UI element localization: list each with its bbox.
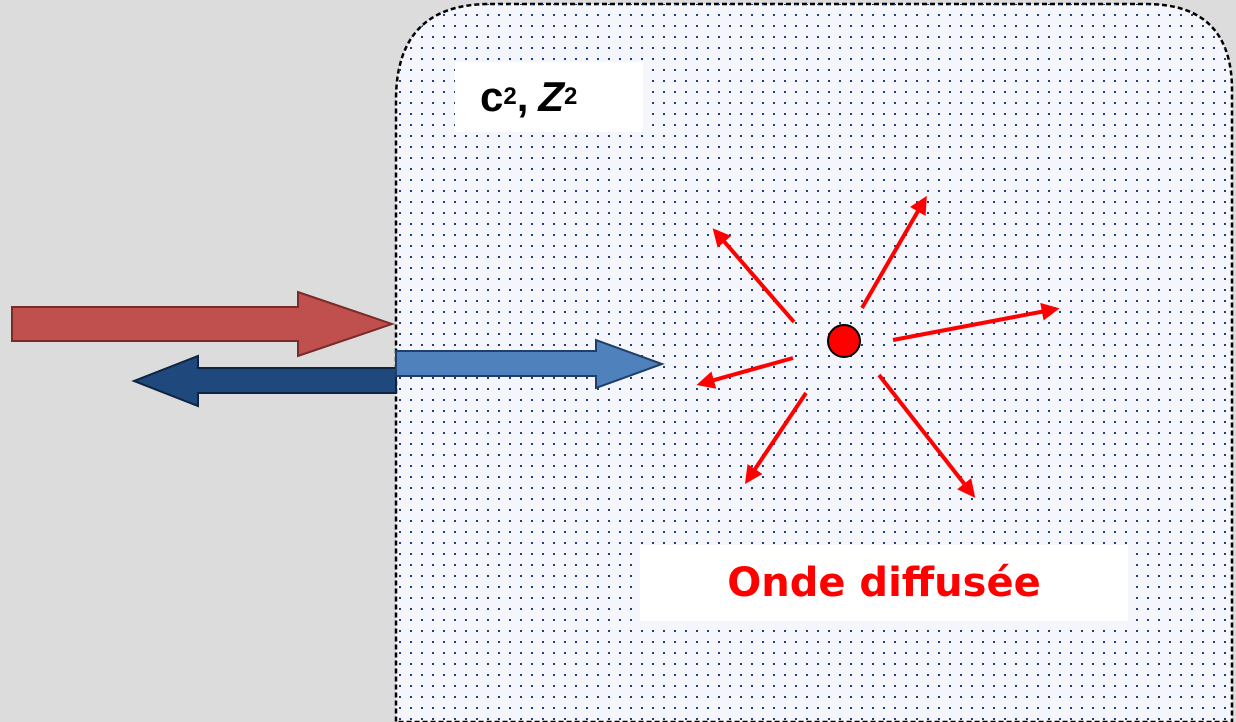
scatter-ray-down-left [744, 391, 808, 484]
label-separator: , [516, 73, 529, 120]
sound-speed-subscript: 2 [503, 83, 517, 110]
sound-speed-symbol: c [480, 73, 504, 120]
scatterer-dot [827, 324, 861, 358]
scattered-wave-rays [696, 195, 1060, 498]
scatter-ray-right [892, 302, 1060, 342]
scatter-ray-down-right [877, 373, 976, 498]
transmitted-wave-arrow [395, 338, 665, 390]
reflected-wave-arrow [131, 354, 397, 408]
medium-dot-texture [396, 4, 1232, 722]
scattered-wave-label: Onde diffusée [640, 545, 1128, 621]
incident-wave-arrow [11, 290, 396, 358]
impedance-symbol: Z [538, 73, 565, 120]
scatter-ray-up-left [712, 228, 796, 324]
scatter-ray-left [696, 356, 794, 389]
impedance-subscript: 2 [564, 83, 578, 110]
scatter-ray-up-right [860, 195, 927, 310]
